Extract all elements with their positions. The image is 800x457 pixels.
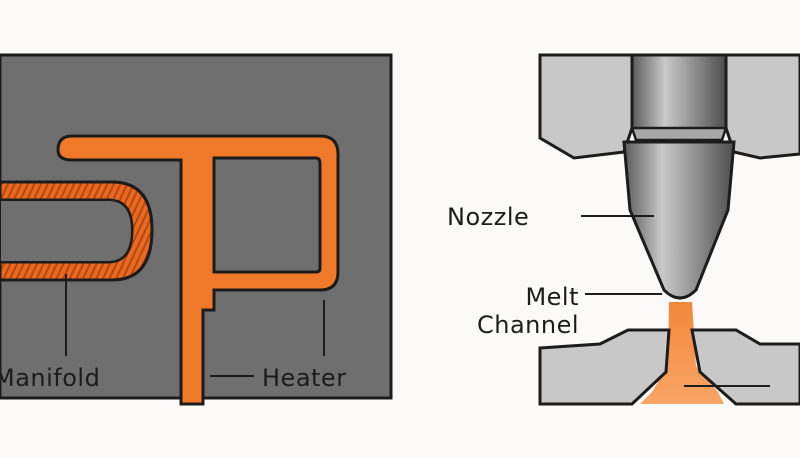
melt-channel-label-line2: Channel (476, 311, 579, 339)
heater-coil (0, 180, 154, 282)
melt-channel-label: Melt Channel (429, 283, 579, 339)
nozzle-label: Nozzle (447, 203, 530, 231)
manifold-label: Manifold (0, 364, 101, 392)
melt-runner (56, 134, 340, 406)
nozzle-collar (630, 126, 728, 142)
nozzle-cone (622, 140, 736, 300)
lower-plate-left (538, 328, 671, 406)
upper-plate (538, 53, 634, 160)
heater-label: Heater (262, 364, 347, 392)
upper-plate-right (724, 53, 800, 160)
melt-channel-label-line1: Melt (525, 283, 579, 311)
nozzle-shaft (630, 53, 728, 133)
